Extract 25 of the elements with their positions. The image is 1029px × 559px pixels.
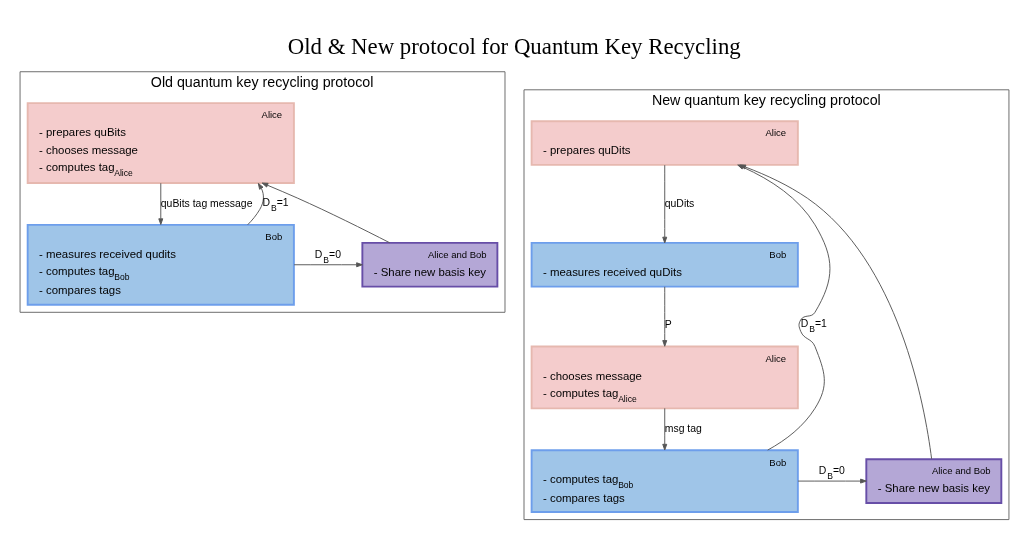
edge-label: D$_{B}$=1 [262, 196, 289, 213]
node-box: Alice - prepares quBits - chooses message - computes tag$_{Alice}$ [26, 102, 295, 184]
arrow [158, 182, 164, 225]
node-box: Alice and Bob - Share new basis key [361, 241, 499, 288]
edge-label: D$_{B}$=1 [800, 318, 827, 335]
edge-label: quBits tag message [160, 197, 253, 209]
arrow [797, 478, 867, 484]
node-box: Bob - measures received qudits - computes tag$_{Bob}$ - compares tags [26, 223, 295, 306]
node-box: Bob - computes tag$_{Bob}$ - compares tags [530, 449, 799, 513]
arrow [662, 164, 668, 244]
edge-label: D$_{B}$=0 [314, 248, 341, 265]
edge-label: D$_{B}$=0 [818, 465, 845, 482]
node-box: Bob - measures received quDits [530, 241, 799, 288]
arrow [293, 262, 363, 268]
edge-label: quDits [664, 197, 695, 209]
arrow [662, 286, 668, 347]
node-box: Alice and Bob - Share new basis key [865, 458, 1003, 504]
edge-label: P [664, 319, 672, 331]
arrow [662, 407, 668, 451]
diagram-title: Old & New protocol for Quantum Key Recycling [287, 33, 741, 59]
edge-label: msg tag [664, 422, 702, 434]
arrow [247, 182, 264, 226]
node-box: Alice - prepares quDits [530, 120, 799, 166]
arrow [261, 182, 391, 244]
node-box: Alice - chooses message - computes tag$_{Alice}$ [530, 345, 799, 410]
